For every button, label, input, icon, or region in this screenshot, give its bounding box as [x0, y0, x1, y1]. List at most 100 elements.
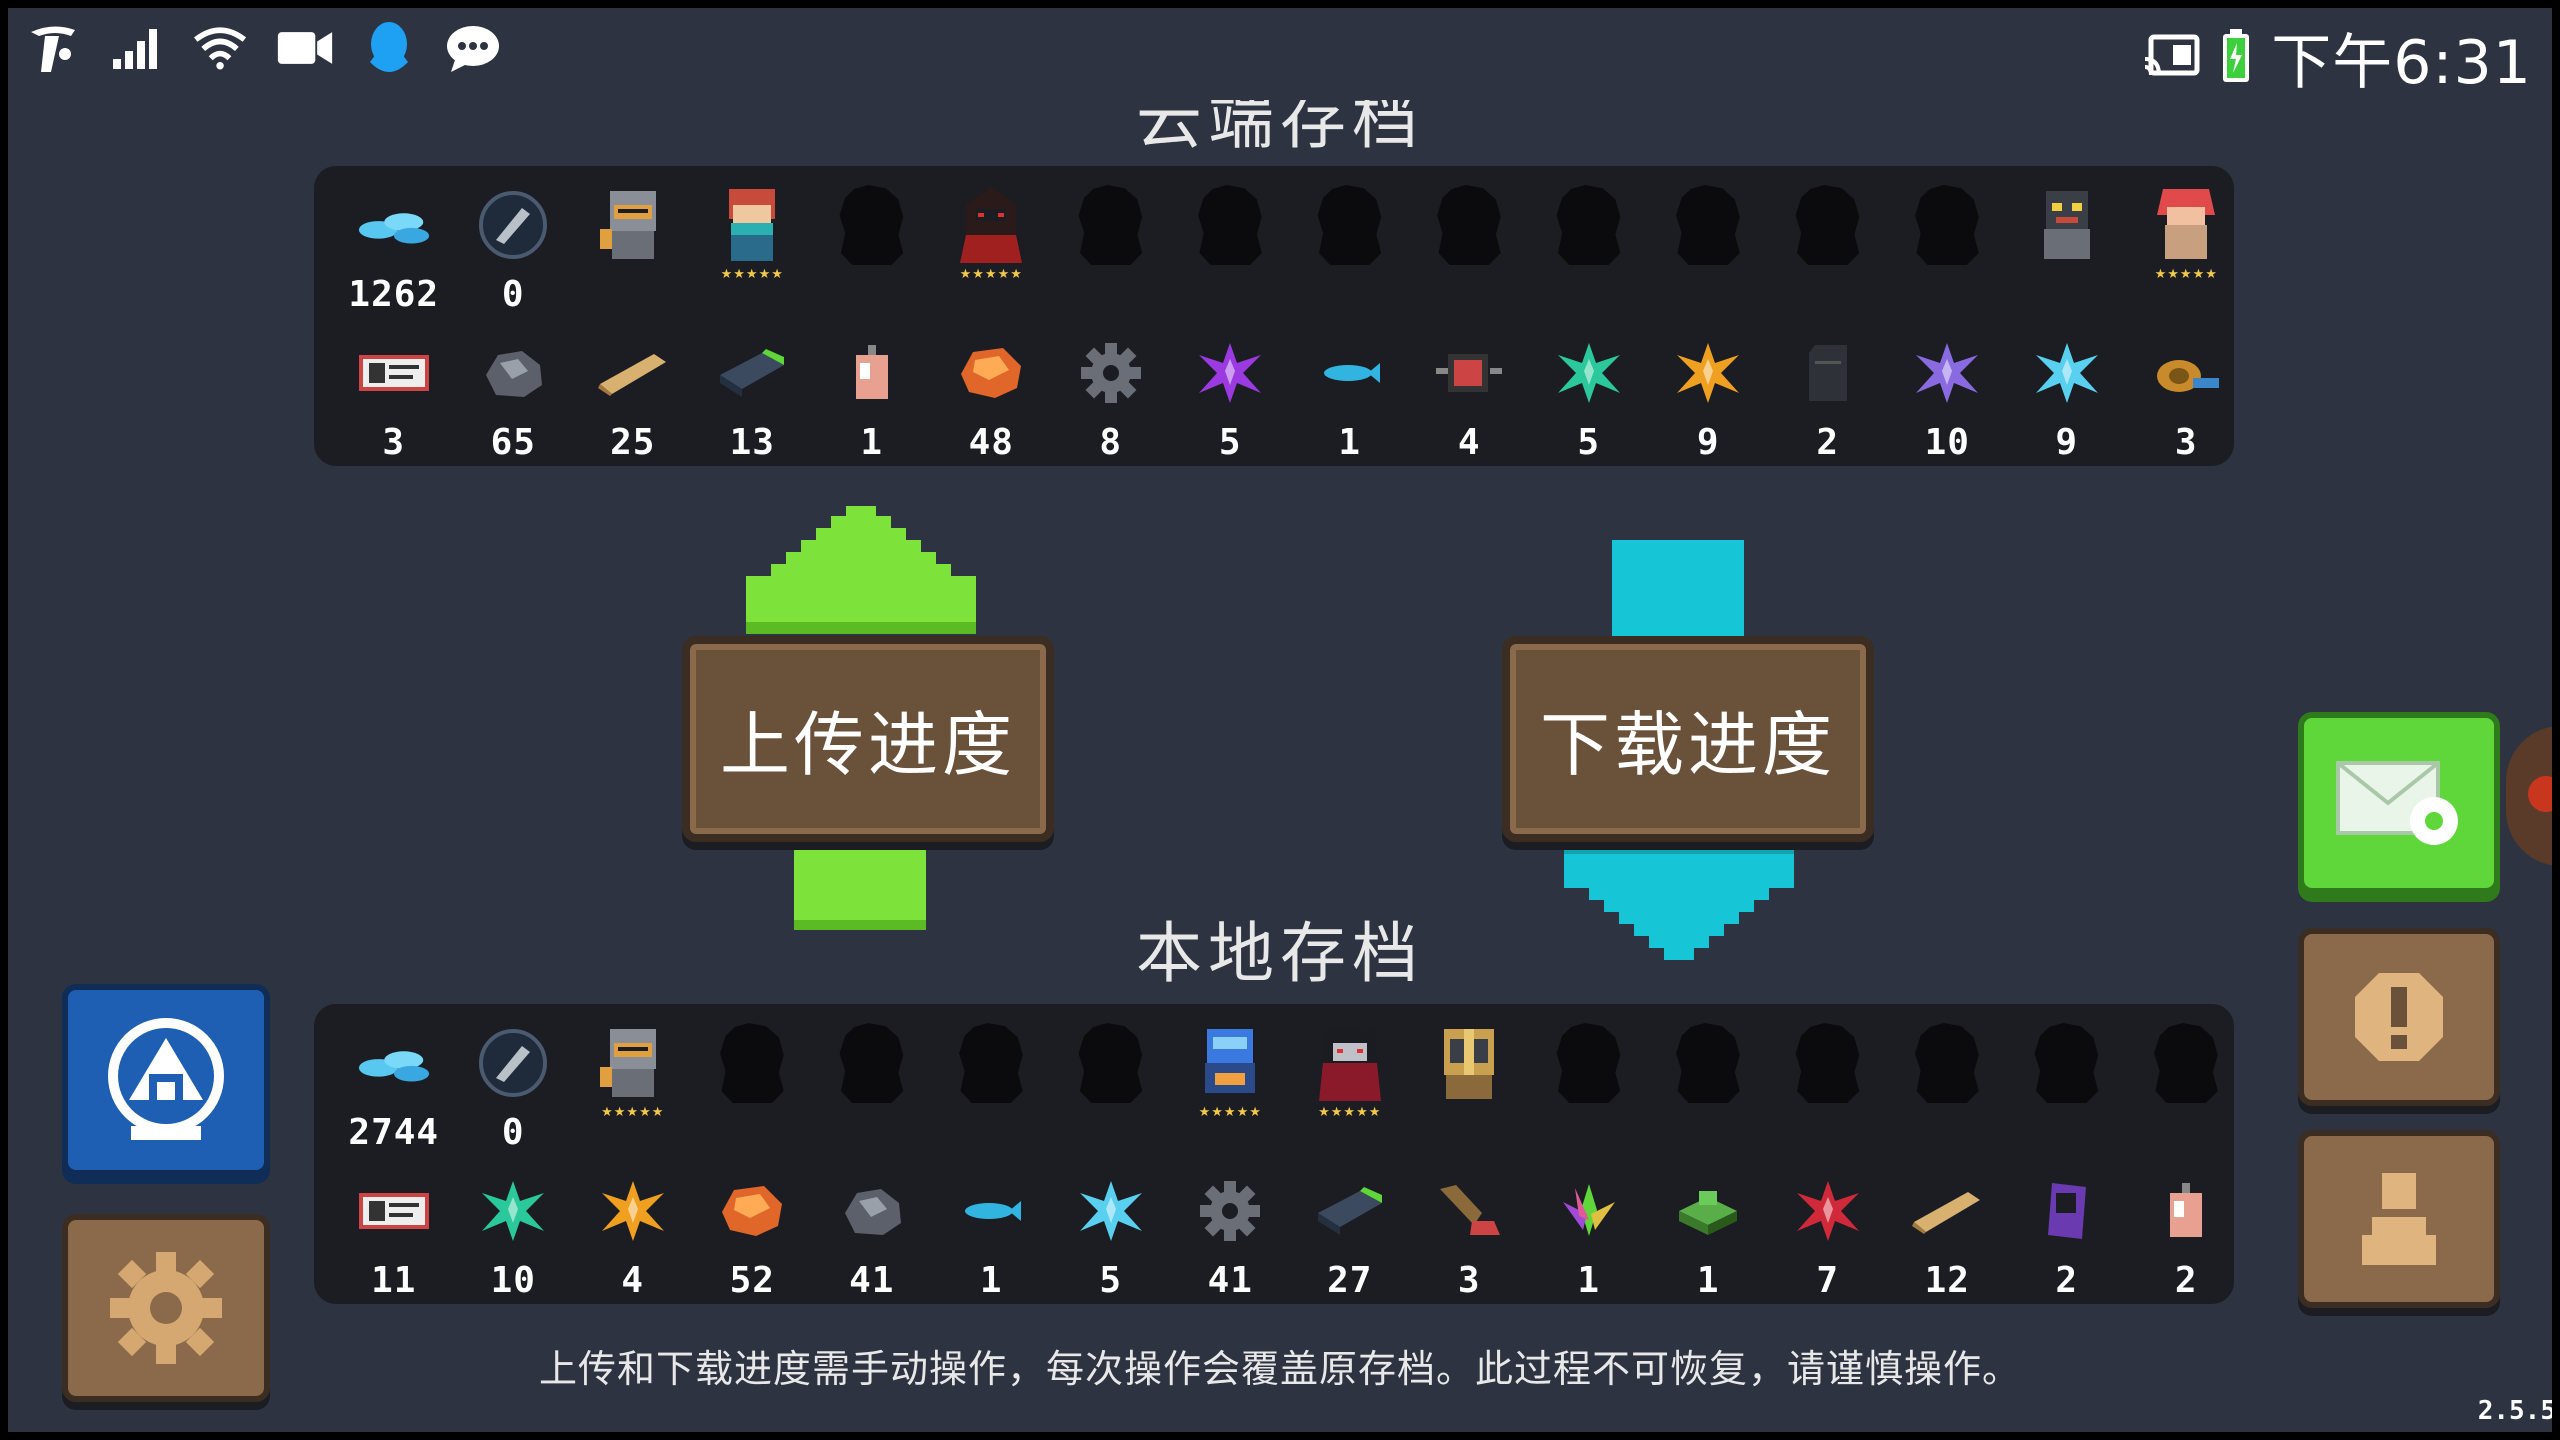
- material-count: 10: [1924, 422, 1970, 463]
- local-feather-currency: 0: [454, 1018, 574, 1158]
- wood-icon: [1908, 1172, 1986, 1250]
- material-count: 25: [610, 422, 656, 463]
- battery-icon: [2221, 28, 2251, 87]
- orange-crystal-icon: [1669, 334, 1747, 412]
- locked-hero-silhouette-icon: [1078, 185, 1143, 265]
- local-hero-locked-13: [1888, 1018, 2008, 1158]
- person-icon: [2362, 1173, 2436, 1265]
- plant-icon: [1550, 1172, 1628, 1250]
- gems-icon: [355, 1024, 433, 1102]
- local-hero-paladin: [1410, 1018, 1530, 1158]
- local-hero-locked-14: [2007, 1018, 2127, 1158]
- cloud-material-battery-item: 13: [693, 328, 813, 468]
- locked-hero-silhouette-icon: [1198, 185, 1262, 265]
- gear-icon: [110, 1252, 222, 1364]
- material-count: 3: [1457, 1260, 1481, 1301]
- settings-button[interactable]: [62, 1214, 270, 1402]
- scroll-icon: [1789, 334, 1867, 412]
- upload-arrow-tail: [794, 832, 926, 930]
- locked-hero-silhouette-icon: [1437, 185, 1501, 265]
- gems-icon: [355, 186, 433, 264]
- local-material-card: 11: [334, 1166, 454, 1306]
- locked-hero-silhouette-icon: [839, 1023, 904, 1103]
- local-hero-locked-3: [693, 1018, 813, 1158]
- engineer-icon: [1191, 1024, 1269, 1102]
- material-count: 5: [1577, 422, 1601, 463]
- material-count: 9: [1696, 422, 1720, 463]
- ore-icon: [833, 1172, 911, 1250]
- feather-icon: [474, 1024, 552, 1102]
- material-count: 1: [979, 1260, 1003, 1301]
- status-time: 下午6:31: [2271, 28, 2532, 98]
- material-count: 12: [1924, 1260, 1970, 1301]
- cloud-material-green-crystal: 5: [1529, 328, 1649, 468]
- notice-button[interactable]: [2298, 928, 2500, 1106]
- cloud-material-card: 3: [334, 328, 454, 468]
- profile-button[interactable]: [2298, 1130, 2500, 1308]
- horn-icon: [1430, 1172, 1508, 1250]
- version-label: 2.5.5: [2477, 1396, 2556, 1426]
- download-progress-button[interactable]: 下载进度: [1502, 636, 1874, 842]
- cloud-material-fish: 1: [1290, 328, 1410, 468]
- local-material-battery-item: 27: [1290, 1166, 1410, 1306]
- local-hero-locked-12: [1768, 1018, 1888, 1158]
- signal-icon: [108, 18, 166, 78]
- status-right: 下午6:31: [2143, 14, 2532, 101]
- local-hero-locked-10: [1529, 1018, 1649, 1158]
- chip-icon: [1430, 334, 1508, 412]
- berserker-icon: [2147, 186, 2225, 264]
- gear-part-icon: [1191, 1172, 1269, 1250]
- green-crystal-icon: [1550, 334, 1628, 412]
- green-box-icon: [1669, 1172, 1747, 1250]
- hero-stars: ★★★★★: [1198, 1105, 1262, 1120]
- green-crystal-icon: [474, 1172, 552, 1250]
- cloud-material-gold-ore: 48: [932, 328, 1052, 468]
- local-hero-locked-4: [812, 1018, 932, 1158]
- material-count: 48: [968, 422, 1014, 463]
- assassin-icon: [952, 186, 1030, 264]
- cloud-hero-locked-13: [1888, 180, 2008, 320]
- cloud-hero-locked-11: [1649, 180, 1769, 320]
- cloud-material-purple-crystal: 5: [1171, 328, 1291, 468]
- local-hero-vampire: ★★★★★: [1290, 1018, 1410, 1158]
- local-material-ore: 41: [812, 1166, 932, 1306]
- material-count: 1: [1577, 1260, 1601, 1301]
- floating-assist-button[interactable]: [2506, 726, 2560, 866]
- local-material-gold-ore: 52: [693, 1166, 813, 1306]
- local-material-green-crystal: 10: [454, 1166, 574, 1306]
- material-count: 11: [371, 1260, 417, 1301]
- cloud-material-orange-crystal: 9: [1649, 328, 1769, 468]
- material-count: 8: [1099, 422, 1123, 463]
- local-hero-locked-5: [932, 1018, 1052, 1158]
- robot-icon: [2028, 186, 2106, 264]
- chillyroom-brand-button[interactable]: [62, 984, 270, 1176]
- local-material-fish: 1: [932, 1166, 1052, 1306]
- hero-stars: ★★★★★: [2154, 267, 2218, 282]
- cloud-material-snail: 3: [2127, 328, 2247, 468]
- cloud-hero-berserker: ★★★★★: [2127, 180, 2247, 320]
- wifi-icon: [192, 18, 250, 78]
- material-count: 5: [1099, 1260, 1123, 1301]
- material-count: 7: [1816, 1260, 1840, 1301]
- locked-hero-silhouette-icon: [2034, 1023, 2099, 1103]
- upload-progress-button[interactable]: 上传进度: [682, 636, 1054, 842]
- material-count: 2: [2174, 1260, 2198, 1301]
- cloud-material-gear-part: 8: [1051, 328, 1171, 468]
- hero-stars: ★★★★★: [959, 267, 1023, 282]
- material-count: 9: [2055, 422, 2079, 463]
- feather-currency-count: 0: [501, 1112, 525, 1153]
- cloud-material-scroll: 2: [1768, 328, 1888, 468]
- mail-settings-button[interactable]: [2298, 712, 2500, 894]
- video-icon: [276, 18, 334, 78]
- fish-icon: [952, 1172, 1030, 1250]
- cloud-hero-locked-12: [1768, 180, 1888, 320]
- battery-item-icon: [713, 334, 791, 412]
- cloud-hero-locked-7: [1171, 180, 1291, 320]
- local-material-red-crystal: 7: [1768, 1166, 1888, 1306]
- book-icon: [2028, 1172, 2106, 1250]
- orange-crystal-icon: [594, 1172, 672, 1250]
